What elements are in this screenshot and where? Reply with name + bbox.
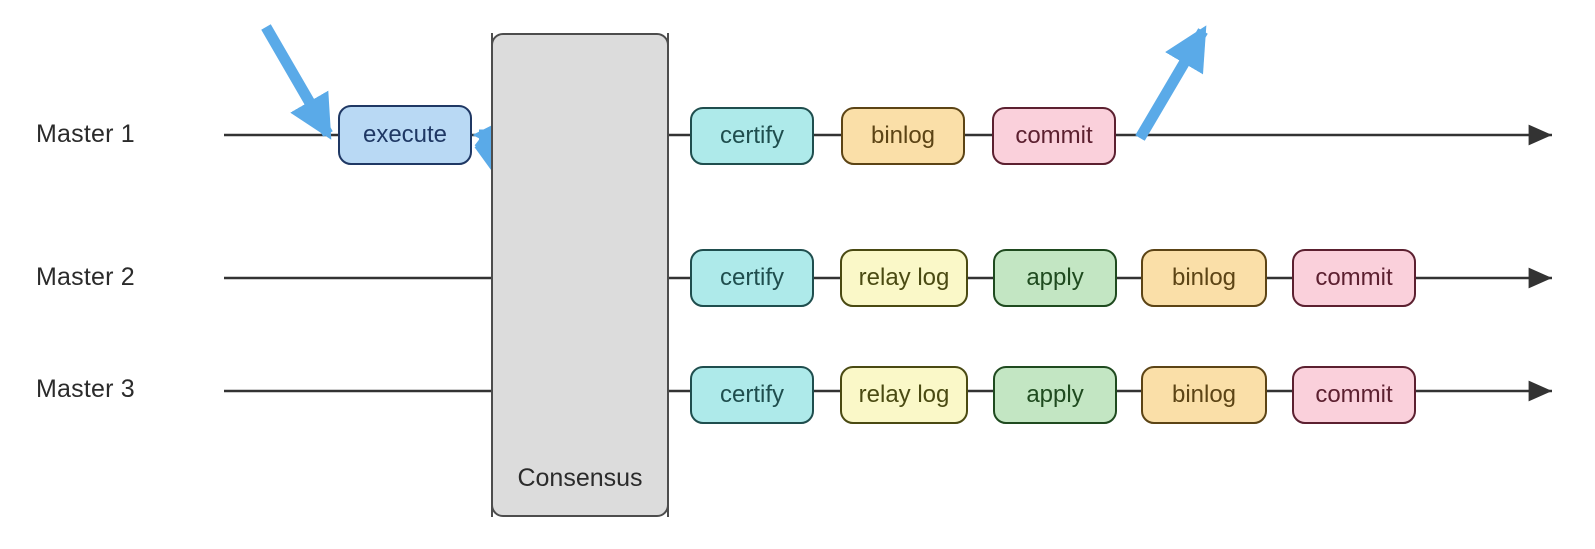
stage-master-1-commit[interactable]: commit bbox=[992, 107, 1116, 165]
stage-master-2-binlog[interactable]: binlog bbox=[1141, 249, 1267, 307]
lane-label-master-2: Master 2 bbox=[36, 263, 135, 291]
stage-master-3-apply[interactable]: apply bbox=[993, 366, 1117, 424]
consensus-box bbox=[491, 33, 669, 517]
stage-master-3-relay-log[interactable]: relay log bbox=[840, 366, 968, 424]
stage-master-1-binlog[interactable]: binlog bbox=[841, 107, 965, 165]
stage-master-2-relay-log[interactable]: relay log bbox=[840, 249, 968, 307]
stage-master-1-execute[interactable]: execute bbox=[338, 105, 472, 165]
stage-master-2-certify[interactable]: certify bbox=[690, 249, 814, 307]
stage-master-3-commit[interactable]: commit bbox=[1292, 366, 1416, 424]
stage-master-2-commit[interactable]: commit bbox=[1292, 249, 1416, 307]
lane-label-master-1: Master 1 bbox=[36, 120, 135, 148]
lane-label-master-3: Master 3 bbox=[36, 375, 135, 403]
stage-master-2-apply[interactable]: apply bbox=[993, 249, 1117, 307]
client-response-out-arrow bbox=[1135, 25, 1208, 141]
stage-master-3-certify[interactable]: certify bbox=[690, 366, 814, 424]
client-request-in-arrow bbox=[261, 24, 333, 140]
stage-master-3-binlog[interactable]: binlog bbox=[1141, 366, 1267, 424]
stage-master-1-certify[interactable]: certify bbox=[690, 107, 814, 165]
blue-flow-arrows bbox=[261, 24, 1208, 393]
consensus-label: Consensus bbox=[517, 464, 643, 492]
